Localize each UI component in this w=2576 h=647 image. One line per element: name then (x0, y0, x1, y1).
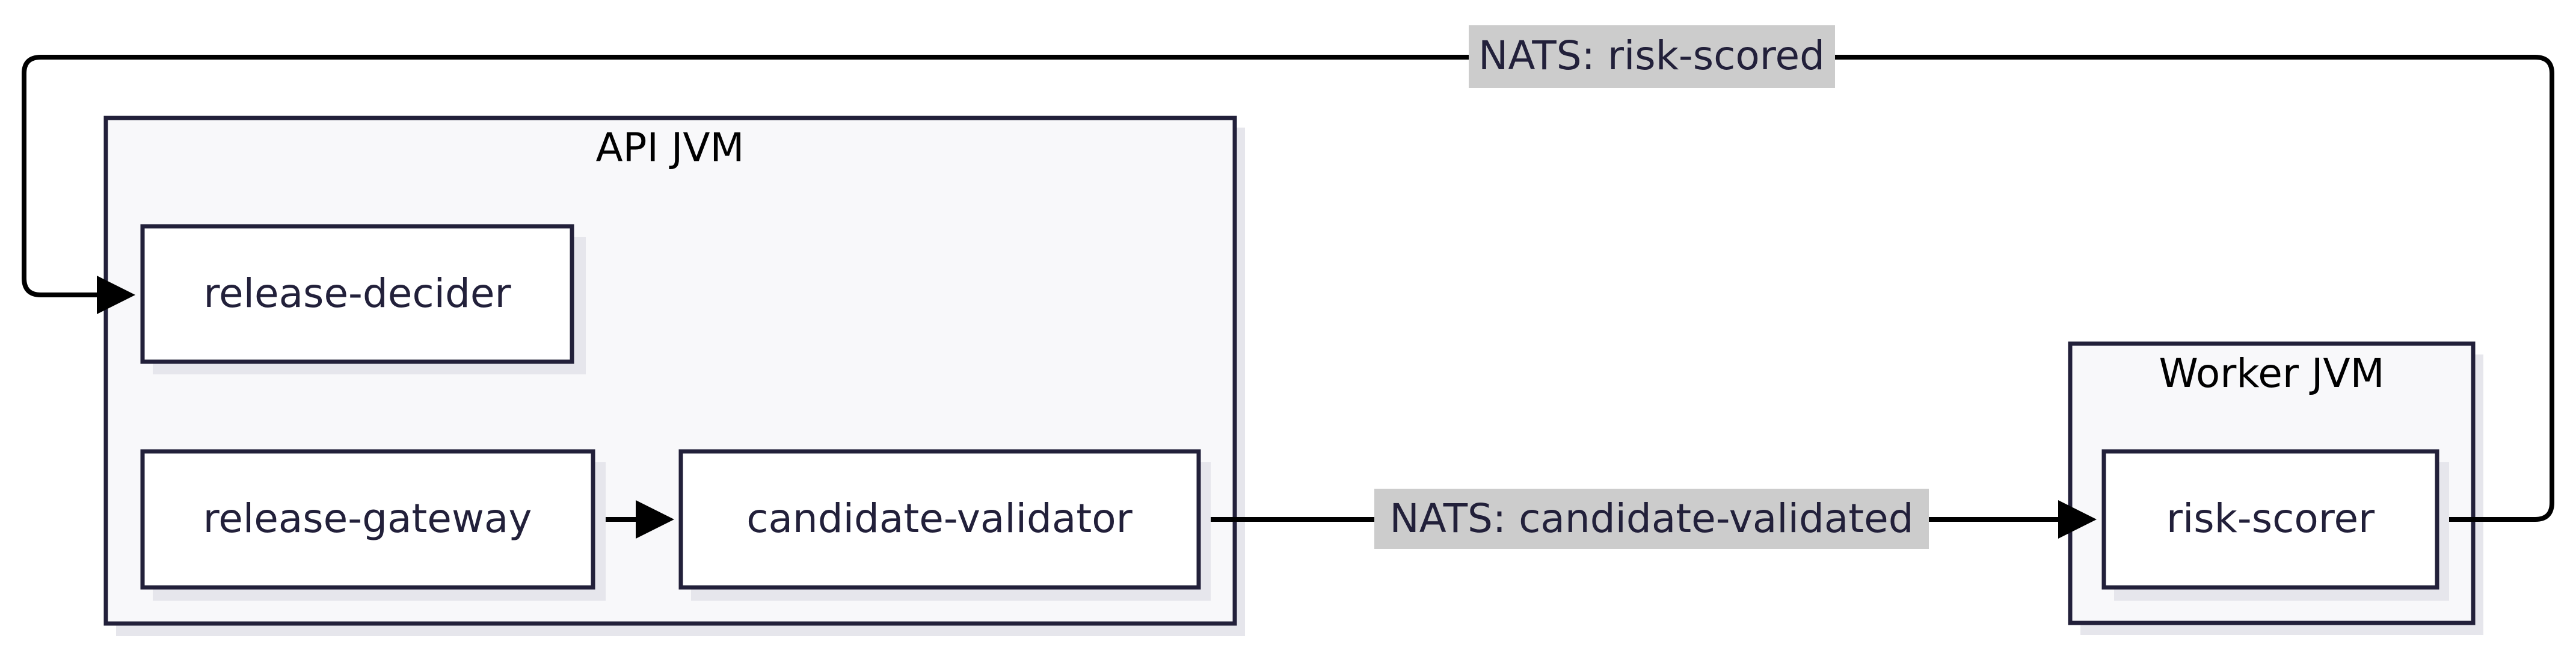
node-candidate-validator-box (678, 449, 1201, 590)
node-release-decider-box (140, 224, 574, 364)
node-candidate-validator-label: candidate-validator (746, 495, 1133, 542)
node-risk-scorer-box (2101, 449, 2439, 590)
edge-label-candidate-validated-bg (1374, 489, 1929, 549)
node-release-gateway-label: release-gateway (203, 495, 532, 542)
node-risk-scorer: risk-scorer (2101, 449, 2449, 601)
edge-risk-scorer-to-release-decider (22, 55, 2554, 522)
node-release-decider: release-decider (140, 224, 586, 374)
edge-label-risk-scored-text: NATS: risk-scored (1478, 33, 1825, 79)
node-candidate-validator: candidate-validator (678, 449, 1211, 601)
node-release-gateway-box (140, 449, 595, 590)
node-release-gateway: release-gateway (140, 449, 606, 601)
edge-label-candidate-validated: NATS: candidate-validated (1374, 489, 1929, 549)
node-release-decider-label: release-decider (203, 270, 511, 317)
cluster-api-jvm-title: API JVM (596, 125, 745, 171)
node-risk-scorer-label: risk-scorer (2166, 495, 2375, 542)
edge-label-risk-scored: NATS: risk-scored (1469, 25, 1835, 88)
cluster-worker-jvm-title: Worker JVM (2159, 350, 2384, 397)
edge-label-candidate-validated-text: NATS: candidate-validated (1389, 495, 1913, 542)
edge-label-risk-scored-bg (1469, 25, 1835, 88)
